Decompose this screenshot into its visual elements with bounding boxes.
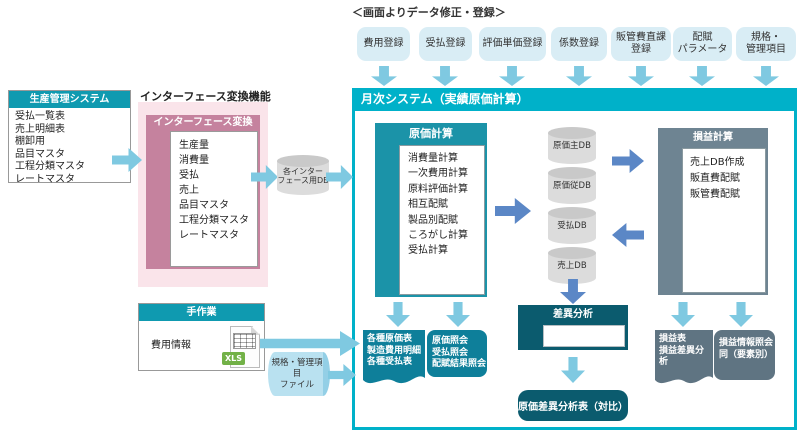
report-line: 配賦結果照会 bbox=[432, 359, 487, 369]
report-line: 原価照会 bbox=[432, 336, 469, 346]
reg-sga-direct-charge-entry: 販管費直課 登録 bbox=[611, 27, 671, 61]
cost-calculation-title: 原価計算 bbox=[409, 127, 453, 140]
list-item: 売上明細表 bbox=[15, 123, 65, 135]
document-wave-shape bbox=[363, 330, 425, 384]
variance-analysis-title: 差異分析 bbox=[553, 309, 593, 320]
interface-function-label: インターフェース変換機能 bbox=[140, 90, 271, 103]
spec-file-label: 規格・管理項目 ファイル bbox=[271, 357, 323, 390]
list-item: レートマスタ bbox=[179, 230, 239, 241]
reg-allocation-parameter: 配賦 パラメータ bbox=[673, 27, 732, 61]
db-cylinder-receipt-payment: 受払DB bbox=[548, 207, 596, 244]
variance-analysis-box: 差異分析 bbox=[518, 305, 628, 350]
db-label: 原価従DB bbox=[553, 180, 591, 191]
report-line: 損益情報照会 bbox=[719, 338, 774, 348]
reg-coefficient-entry: 係数登録 bbox=[551, 27, 607, 61]
spec-mgmt-file-cylinder: 規格・管理項目 ファイル bbox=[268, 352, 330, 396]
list-item: 工程分類マスタ bbox=[15, 161, 85, 173]
list-item: 売上 bbox=[179, 185, 199, 196]
reg-valuation-unit-price-entry: 評価単価登録 bbox=[479, 27, 546, 61]
cost-calculation-box: 原価計算 消費量計算 一次費用計算 原料評価計算 相互配賦 製品別配賦 ころがし… bbox=[375, 123, 487, 297]
db-label: 受払DB bbox=[557, 220, 587, 231]
list-item: 受払一覧表 bbox=[15, 111, 65, 122]
reg-expense-entry: 費用登録 bbox=[357, 27, 410, 61]
xls-file-icon: XLS bbox=[222, 326, 260, 371]
screen-edit-register-label: ＜画面よりデータ修正・登録＞ bbox=[352, 6, 506, 19]
arrow-down-icon bbox=[628, 66, 654, 86]
report-line: 各種受払表 bbox=[367, 357, 413, 367]
report-line: 各種原価表 bbox=[367, 334, 413, 344]
reg-receipt-payment-entry: 受払登録 bbox=[419, 27, 472, 61]
pl-inquiry-box: 損益情報照会 同（要素別） bbox=[714, 330, 775, 380]
db-cylinder-cost-sub: 原価従DB bbox=[548, 167, 596, 204]
profit-loss-title: 損益計算 bbox=[693, 132, 733, 143]
db-cylinder-interface: 各インター フェース用DB bbox=[277, 155, 329, 195]
cost-inquiry-box: 原価照会 受払照会 配賦結果照会 bbox=[427, 330, 487, 377]
list-item: 原料評価計算 bbox=[408, 183, 468, 195]
list-item: 品目マスタ bbox=[15, 148, 65, 160]
db-label: 各インター フェース用DB bbox=[277, 166, 329, 186]
list-item: 製品別配賦 bbox=[408, 214, 458, 226]
arrow-right-icon bbox=[326, 165, 353, 189]
expense-info-label: 費用情報 bbox=[151, 340, 191, 351]
interface-conversion-box: インターフェース変換 生産量 消費量 受払 売上 品目マスタ 工程分類マスタ レ… bbox=[146, 115, 260, 269]
arrow-down-icon bbox=[689, 66, 715, 86]
list-item: 受払 bbox=[179, 170, 199, 181]
interface-conversion-title: インターフェース変換 bbox=[153, 117, 253, 128]
list-item: 消費量計算 bbox=[408, 153, 458, 164]
monthly-system-title: 月次システム（実績原価計算） bbox=[352, 88, 797, 111]
arrow-down-icon bbox=[499, 66, 525, 86]
report-line: 損益差異分析 bbox=[659, 345, 705, 368]
production-mgmt-system-box: 生産管理システム 受払一覧表 売上明細表 棚卸用 品目マスタ 工程分類マスタ レ… bbox=[8, 90, 131, 185]
list-item: 生産量 bbox=[179, 140, 209, 151]
list-item: 売上DB作成 bbox=[690, 157, 745, 168]
cost-report-document: 各種原価表 製造費用明細 各種受払表 bbox=[363, 330, 425, 387]
arrow-down-icon bbox=[371, 66, 397, 86]
list-item: ころがし計算 bbox=[408, 230, 468, 242]
document-wave-shape bbox=[655, 330, 713, 384]
db-label: 原価主DB bbox=[553, 140, 591, 151]
list-item: レートマスタ bbox=[15, 173, 75, 185]
arrow-down-icon bbox=[432, 66, 458, 86]
report-line: 製造費用明細 bbox=[367, 345, 422, 356]
db-cylinder-cost-main: 原価主DB bbox=[548, 127, 596, 164]
report-line: 受払照会 bbox=[432, 347, 469, 358]
list-item: 消費量 bbox=[179, 155, 209, 166]
list-item: 一次費用計算 bbox=[408, 168, 468, 180]
list-item: 販管費配賦 bbox=[690, 189, 740, 200]
manual-work-title: 手作業 bbox=[139, 304, 264, 321]
list-item: 相互配賦 bbox=[408, 199, 448, 211]
report-line: 同（要素別） bbox=[719, 349, 774, 360]
list-item: 棚卸用 bbox=[15, 136, 45, 148]
db-cylinder-sales: 売上DB bbox=[548, 247, 596, 284]
arrow-down-icon bbox=[753, 66, 779, 86]
cost-variance-report: 原価差異分析表（対比） bbox=[518, 390, 628, 421]
list-item: 工程分類マスタ bbox=[179, 215, 249, 226]
xls-badge: XLS bbox=[222, 352, 246, 365]
profit-loss-calculation-box: 損益計算 売上DB作成 販直費配賦 販管費配賦 bbox=[658, 128, 768, 295]
list-item: 品目マスタ bbox=[179, 200, 229, 211]
db-label: 売上DB bbox=[557, 260, 587, 271]
arrow-down-icon bbox=[566, 66, 592, 86]
reg-standard-mgmt-item: 規格・ 管理項目 bbox=[736, 27, 796, 61]
pl-report-document: 損益表 損益差異分析 bbox=[655, 330, 713, 387]
production-mgmt-title: 生産管理システム bbox=[9, 91, 130, 108]
list-item: 受払計算 bbox=[408, 245, 448, 257]
list-item: 販直費配賦 bbox=[690, 173, 740, 184]
report-line: 損益表 bbox=[659, 334, 687, 344]
